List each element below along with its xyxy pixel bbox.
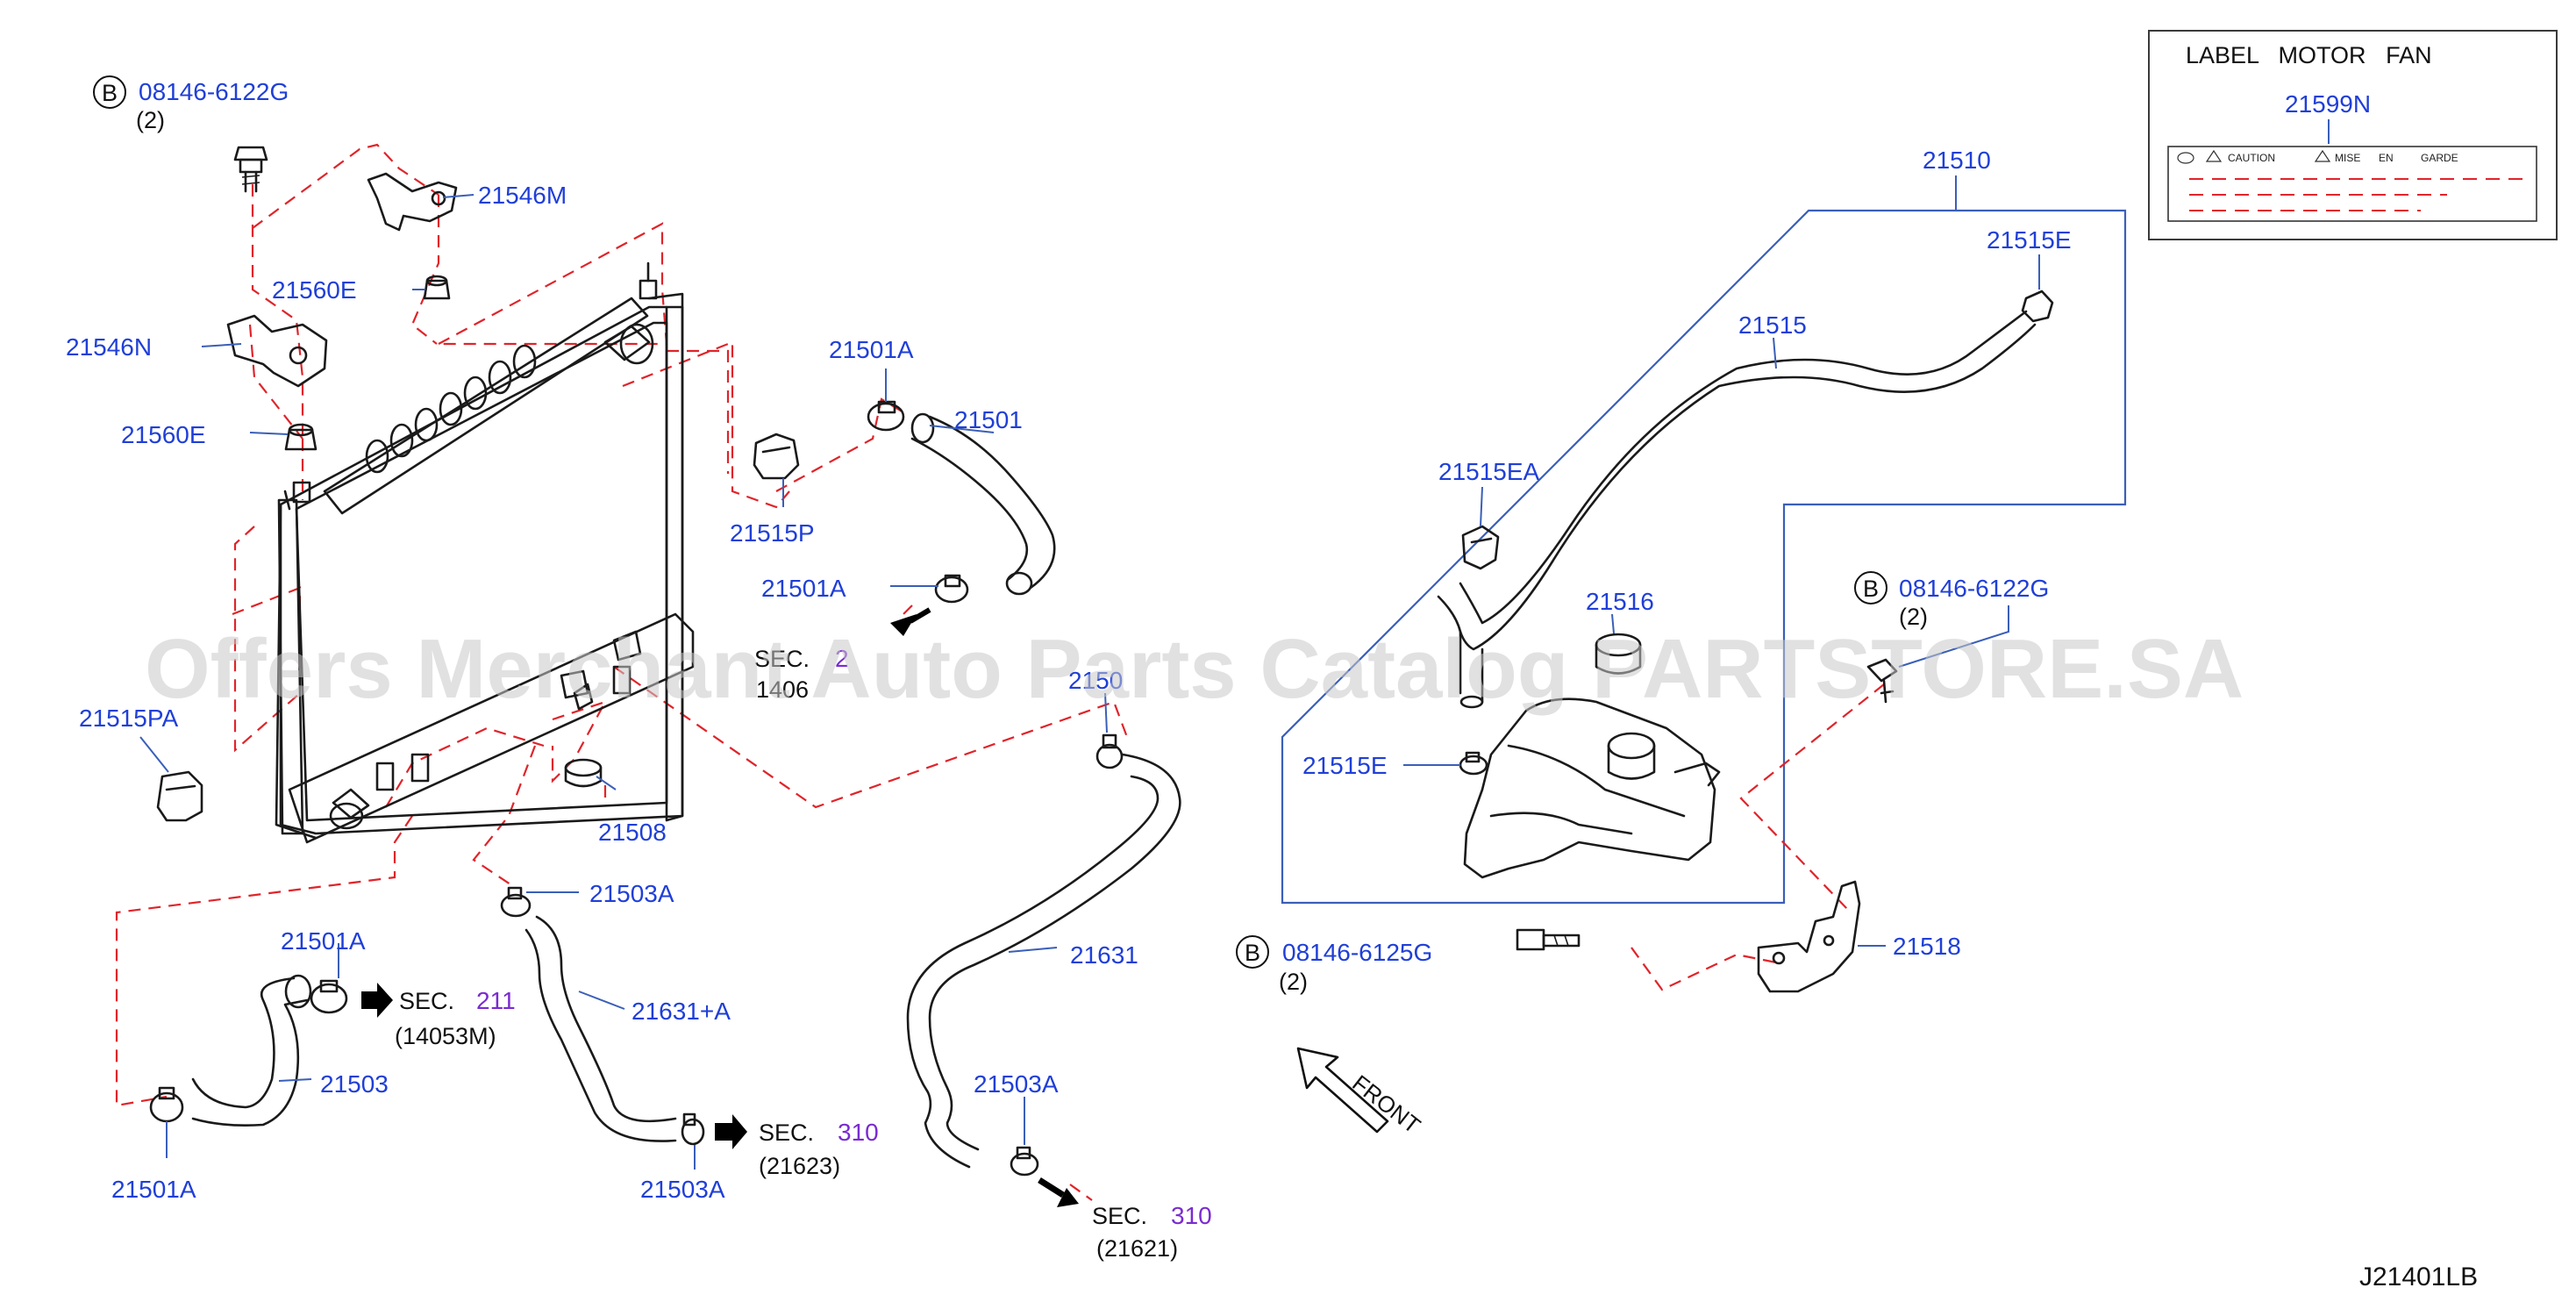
sec-211-num: 211	[476, 987, 516, 1014]
label-21501a-mid[interactable]: 21501A	[761, 575, 846, 602]
arrow-to-sec-310-b	[1038, 1177, 1079, 1207]
clamp-21503a-c[interactable]	[1010, 1146, 1039, 1177]
reservoir-group-frame	[1281, 209, 2127, 905]
label-08146-6122g-right[interactable]: 08146-6122G	[1899, 575, 2049, 602]
label-21515[interactable]: 21515	[1738, 311, 1807, 339]
sec-310-b: SEC.	[1092, 1203, 1147, 1229]
label-caution-text: CAUTION	[2228, 152, 2275, 164]
sec-211-ref: (14053M)	[395, 1023, 496, 1049]
clamp-21503a-b[interactable]	[681, 1112, 705, 1146]
leader-lines	[139, 175, 2040, 1170]
bolt-marker-b-bracket	[1236, 935, 1269, 969]
label-08146-6122g-top[interactable]: 08146-6122G	[139, 78, 289, 105]
label-21631[interactable]: 21631	[1070, 941, 1138, 969]
label-21510[interactable]: 21510	[1923, 147, 1991, 174]
label-21503a-a[interactable]: 21503A	[589, 880, 674, 907]
bracket-21546m[interactable]	[367, 172, 458, 232]
label-21518[interactable]: 21518	[1893, 933, 1961, 960]
label-21503a-b[interactable]: 21503A	[640, 1176, 725, 1203]
reservoir-hose-21515[interactable]	[1437, 310, 2037, 709]
sec-211: SEC.	[399, 988, 454, 1014]
arrow-to-sec-upper	[890, 607, 931, 636]
grommet-21560e-low[interactable]	[284, 423, 318, 451]
bolt-marker-b-right-text: B	[1863, 576, 1879, 602]
label-21515pa[interactable]: 21515PA	[79, 705, 178, 732]
label-box-title: LABEL MOTOR FAN	[2186, 42, 2432, 68]
bolt-marker-b-right	[1854, 571, 1887, 604]
bolt-marker-b-top-text: B	[102, 80, 118, 106]
bolt-08146-6122g-top[interactable]	[233, 146, 268, 193]
clamp-2150x-top[interactable]	[1095, 733, 1124, 769]
hose-21503[interactable]	[191, 974, 312, 1127]
label-2150x[interactable]: 2150	[1068, 667, 1123, 694]
clamp-21501a-mid[interactable]	[934, 574, 969, 604]
label-garde-text: GARDE	[2421, 152, 2458, 164]
label-en-text: EN	[2379, 152, 2394, 164]
sec-upper-num: 2	[835, 645, 849, 672]
reservoir-cap-21516[interactable]	[1595, 633, 1642, 675]
label-21515p[interactable]: 21515P	[730, 519, 815, 547]
clamp-21515e-top[interactable]	[2021, 290, 2054, 323]
label-mise-text: MISE	[2335, 152, 2360, 164]
clip-21515ea[interactable]	[1461, 525, 1500, 570]
grommet-21560e-top[interactable]	[423, 275, 451, 300]
label-motor-fan-box: LABEL MOTOR FAN 21599N CAUTION MISE EN G…	[2148, 30, 2558, 240]
label-21501a-top[interactable]: 21501A	[829, 336, 914, 363]
label-21515ea[interactable]: 21515EA	[1438, 458, 1540, 485]
watermark-text: Offers Merchant Auto Parts Catalog PARTS…	[145, 622, 2244, 716]
label-21560e-low[interactable]: 21560E	[121, 421, 206, 448]
label-21503[interactable]: 21503	[320, 1070, 389, 1098]
reservoir-tank[interactable]	[1463, 698, 1721, 879]
label-21515e-low[interactable]: 21515E	[1302, 752, 1388, 779]
bolt-marker-b-bracket-text: B	[1245, 940, 1260, 966]
label-21501[interactable]: 21501	[954, 406, 1023, 433]
label-08146-6125g[interactable]: 08146-6125G	[1282, 939, 1432, 966]
qty-08146-6125g: (2)	[1279, 969, 1308, 995]
label-21508[interactable]: 21508	[598, 819, 667, 846]
clamp-21501a-top[interactable]	[867, 400, 905, 432]
diagram-code: J21401LB	[2359, 1263, 2478, 1291]
sec-upper: SEC.	[754, 646, 810, 672]
bolt-08146-6125g[interactable]	[1516, 928, 1581, 951]
label-21516[interactable]: 21516	[1586, 588, 1654, 615]
label-21501a-left[interactable]: 21501A	[281, 927, 366, 955]
bolt-08146-6122g-right[interactable]	[1866, 658, 1898, 704]
qty-08146-6122g-top: (2)	[136, 107, 165, 133]
arrow-to-sec-310-a	[715, 1114, 747, 1149]
hose-21501[interactable]	[910, 412, 1056, 596]
radiator-assembly[interactable]	[275, 261, 695, 844]
sec-310-b-ref: (21621)	[1096, 1235, 1178, 1262]
clip-21515p[interactable]	[753, 433, 800, 480]
qty-08146-6122g-right: (2)	[1899, 604, 1928, 630]
clamp-21503a-a[interactable]	[500, 886, 532, 918]
hose-21631-plus-a[interactable]	[524, 915, 677, 1142]
sec-310-b-num: 310	[1171, 1202, 1212, 1229]
clamp-21501a-left[interactable]	[310, 979, 348, 1014]
hose-21631[interactable]	[906, 753, 1181, 1169]
clamp-21515e-low[interactable]	[1459, 751, 1488, 776]
label-21546m[interactable]: 21546M	[478, 182, 567, 209]
bolt-marker-b-top	[93, 75, 126, 109]
sec-310-a-ref: (21623)	[759, 1153, 840, 1179]
arrow-to-sec-211	[361, 983, 393, 1018]
radiator-top-tank-ribs	[365, 344, 537, 474]
label-21503a-c[interactable]: 21503A	[974, 1070, 1059, 1098]
front-direction-arrow: FRONT	[1296, 1047, 1425, 1139]
clip-21515pa[interactable]	[156, 770, 203, 822]
label-21560e-top[interactable]: 21560E	[272, 276, 357, 304]
sec-310-a: SEC.	[759, 1120, 814, 1146]
mount-21508[interactable]	[564, 758, 603, 788]
label-box-part-number[interactable]: 21599N	[2285, 90, 2371, 118]
bracket-21518[interactable]	[1757, 880, 1861, 993]
bracket-21546n[interactable]	[226, 314, 328, 388]
label-21515e-top[interactable]: 21515E	[1987, 226, 2072, 254]
sec-upper-ref: 1406	[756, 676, 809, 703]
label-21501a-bottom[interactable]: 21501A	[111, 1176, 196, 1203]
drain-cock-2150x[interactable]	[573, 683, 594, 711]
sec-310-a-num: 310	[838, 1119, 879, 1146]
label-21546n[interactable]: 21546N	[66, 333, 152, 361]
clamp-21501a-bottom[interactable]	[149, 1086, 184, 1123]
label-21631-plus-a[interactable]: 21631+A	[632, 998, 731, 1025]
